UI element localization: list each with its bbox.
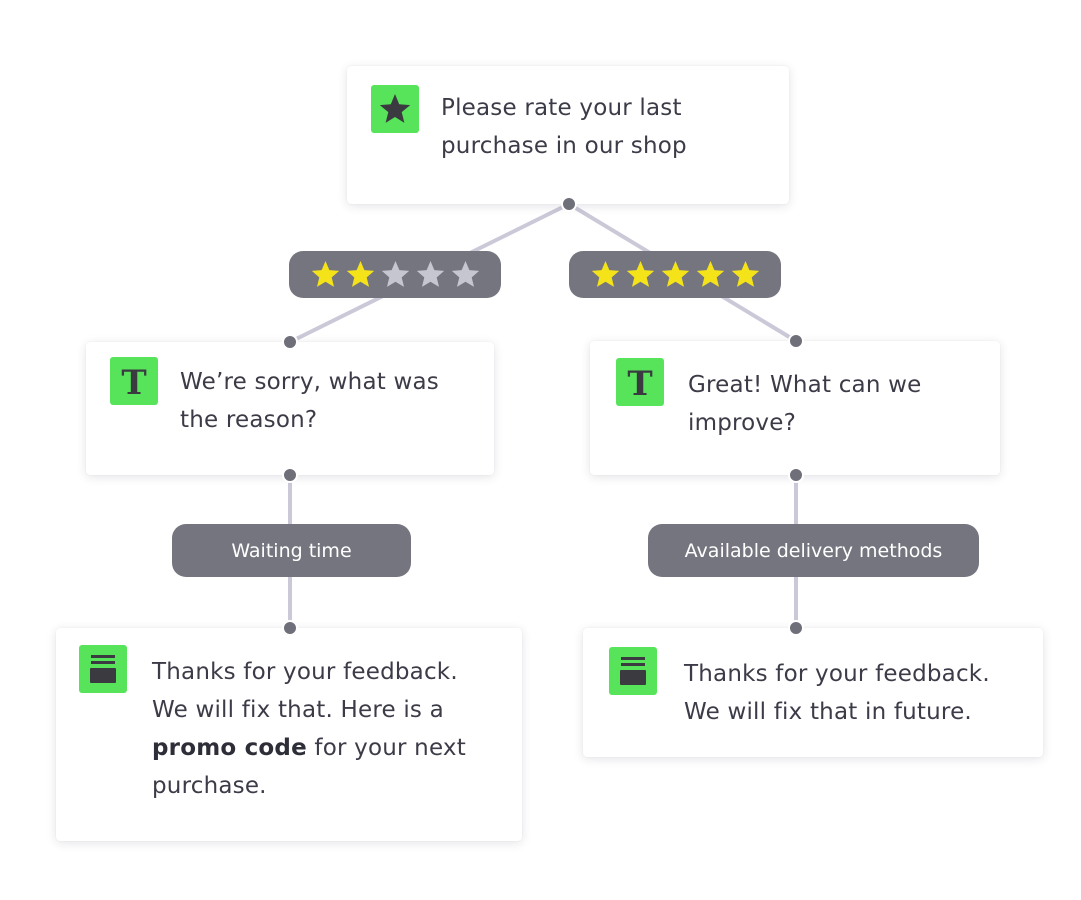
promo-code-bold: promo code bbox=[152, 735, 307, 761]
rate-purchase-card[interactable]: Please rate your last purchase in our sh… bbox=[347, 66, 789, 204]
delivery-methods-pill[interactable]: Available delivery methods bbox=[648, 524, 979, 577]
text-icon: T bbox=[110, 357, 158, 405]
text-icon: T bbox=[616, 358, 664, 406]
low-rating-pill[interactable] bbox=[289, 251, 501, 298]
coupon-icon bbox=[79, 645, 127, 693]
high-rating-pill[interactable] bbox=[569, 251, 781, 298]
star-filled-icon[interactable] bbox=[590, 259, 621, 290]
sorry-reason-card[interactable]: T We’re sorry, what was the reason? bbox=[86, 342, 494, 475]
promo-in-port[interactable] bbox=[282, 620, 298, 636]
promo-text-before: Thanks for your feedback. We will fix th… bbox=[152, 659, 458, 723]
star-filled-icon[interactable] bbox=[625, 259, 656, 290]
svg-text:T: T bbox=[627, 364, 652, 404]
star-empty-icon[interactable] bbox=[415, 259, 446, 290]
star-empty-icon[interactable] bbox=[380, 259, 411, 290]
svg-text:T: T bbox=[121, 363, 146, 403]
sorry-in-port[interactable] bbox=[282, 334, 298, 350]
star-icon bbox=[371, 85, 419, 133]
great-improve-card[interactable]: T Great! What can we improve? bbox=[590, 341, 1000, 475]
star-filled-icon[interactable] bbox=[660, 259, 691, 290]
star-filled-icon[interactable] bbox=[695, 259, 726, 290]
future-in-port[interactable] bbox=[788, 620, 804, 636]
rate-purchase-text: Please rate your last purchase in our sh… bbox=[441, 95, 687, 159]
promo-code-card[interactable]: Thanks for your feedback. We will fix th… bbox=[56, 628, 522, 841]
star-empty-icon[interactable] bbox=[450, 259, 481, 290]
great-in-port[interactable] bbox=[788, 333, 804, 349]
waiting-time-pill[interactable]: Waiting time bbox=[172, 524, 411, 577]
great-out-port[interactable] bbox=[788, 467, 804, 483]
sorry-reason-text: We’re sorry, what was the reason? bbox=[180, 369, 439, 433]
star-filled-icon[interactable] bbox=[345, 259, 376, 290]
star-filled-icon[interactable] bbox=[730, 259, 761, 290]
root-out-port[interactable] bbox=[561, 196, 577, 212]
fix-future-text: Thanks for your feedback. We will fix th… bbox=[684, 661, 990, 725]
star-filled-icon[interactable] bbox=[310, 259, 341, 290]
promo-text-after: for your next purchase. bbox=[152, 735, 466, 799]
fix-future-card[interactable]: Thanks for your feedback. We will fix th… bbox=[583, 628, 1043, 757]
sorry-out-port[interactable] bbox=[282, 467, 298, 483]
promo-code-text: Thanks for your feedback. We will fix th… bbox=[152, 653, 492, 805]
coupon-icon bbox=[609, 647, 657, 695]
great-improve-text: Great! What can we improve? bbox=[688, 372, 922, 436]
